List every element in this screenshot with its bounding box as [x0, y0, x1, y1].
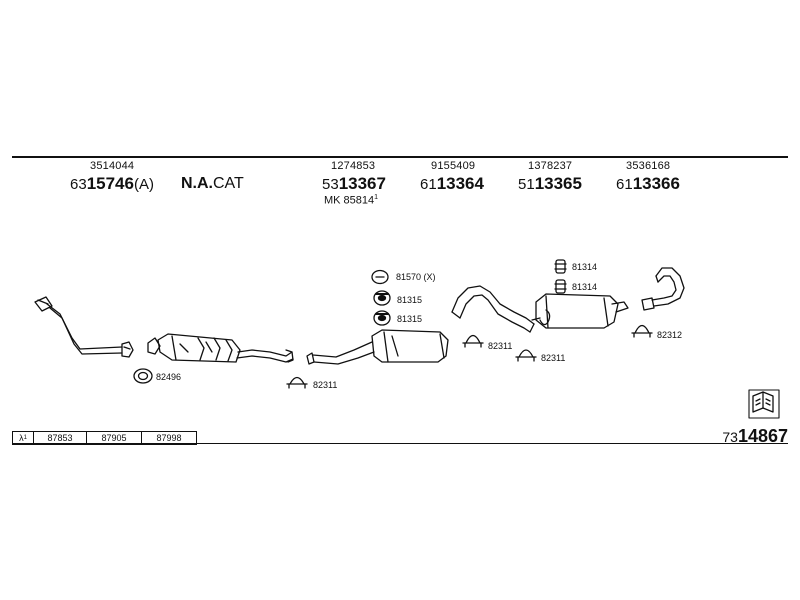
- label-82496: 82496: [156, 372, 182, 382]
- label-82311-b: 82311: [488, 341, 513, 351]
- label-82311-a: 82311: [313, 380, 338, 390]
- tail-pipe: [641, 267, 685, 311]
- hanger-81570: [371, 269, 389, 285]
- mount-81314-a: [554, 259, 567, 274]
- clamp-82311-c: [515, 349, 537, 362]
- middle-silencer: [306, 329, 449, 365]
- footer-divider: [12, 443, 788, 444]
- rear-silencer: [531, 293, 629, 329]
- part-number-main-5: 6113366: [616, 174, 680, 193]
- over-axle-pipe: [451, 285, 535, 333]
- gasket-82496: [133, 368, 153, 384]
- manual-icon: [748, 389, 780, 419]
- part-number-main-4: 5113365: [518, 174, 582, 193]
- part-number-top-3: 9155409: [431, 160, 476, 172]
- front-pipe: [34, 296, 134, 358]
- part-number-top-5: 3536168: [626, 160, 671, 172]
- mk-label: MK 858141: [324, 194, 379, 207]
- catalytic-converter: [147, 333, 294, 363]
- reference-number: 7314867: [722, 426, 788, 446]
- part-number-top-1: 3514044: [90, 160, 135, 172]
- rubber-mount-81315-a: [373, 290, 391, 306]
- clamp-82311-a: [286, 376, 308, 389]
- part-number-top-4: 1378237: [528, 160, 573, 172]
- part-number-top-2: 1274853: [331, 160, 376, 172]
- clamp-82312: [631, 324, 653, 338]
- lambda-cell-3: 87998: [141, 432, 196, 444]
- label-82311-c: 82311: [541, 353, 566, 363]
- clamp-82311-b: [462, 334, 484, 348]
- lambda-cell-2: 87905: [86, 432, 141, 444]
- label-82312: 82312: [657, 330, 683, 340]
- part-number-main-2: 5313367: [322, 174, 386, 193]
- label-81315-a: 81315: [397, 295, 423, 305]
- part-number-main-3: 6113364: [420, 174, 484, 193]
- part-number-main-1: 6315746(A): [70, 174, 154, 193]
- label-81314-b: 81314: [572, 282, 598, 292]
- mount-81314-b: [554, 279, 567, 294]
- header-divider: [12, 156, 788, 158]
- label-81314-a: 81314: [572, 262, 598, 272]
- rubber-mount-81315-b: [373, 310, 391, 326]
- lambda-cell-1: 87853: [33, 432, 86, 444]
- na-cat-label: N.A.CAT: [181, 175, 244, 192]
- label-81570: 81570 (X): [396, 272, 436, 282]
- label-81315-b: 81315: [397, 314, 423, 324]
